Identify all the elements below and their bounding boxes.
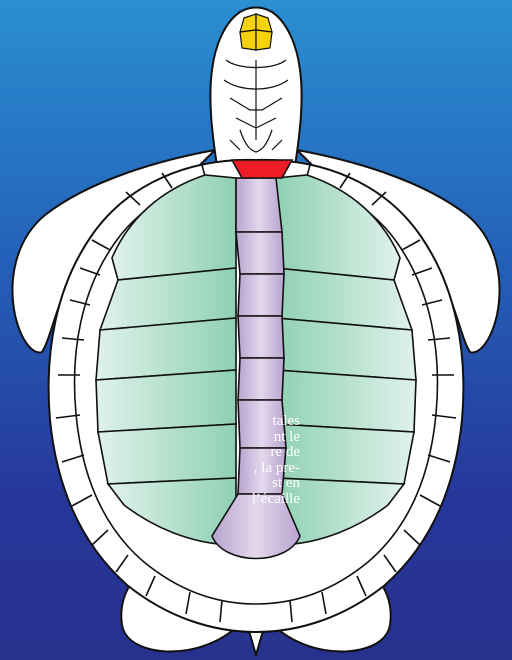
caption-line: tales — [0, 414, 300, 430]
caption-line: nt le — [0, 430, 300, 446]
caption-line: re de — [0, 445, 300, 461]
caption-line: st en — [0, 476, 300, 492]
nuchal-scute — [232, 160, 292, 178]
caption-line: l’écaille — [0, 492, 300, 508]
caption-line: , la pre- — [0, 461, 300, 477]
head-scales — [240, 14, 272, 50]
caption-text: tales nt le re de , la pre- st en l’écai… — [0, 414, 300, 508]
